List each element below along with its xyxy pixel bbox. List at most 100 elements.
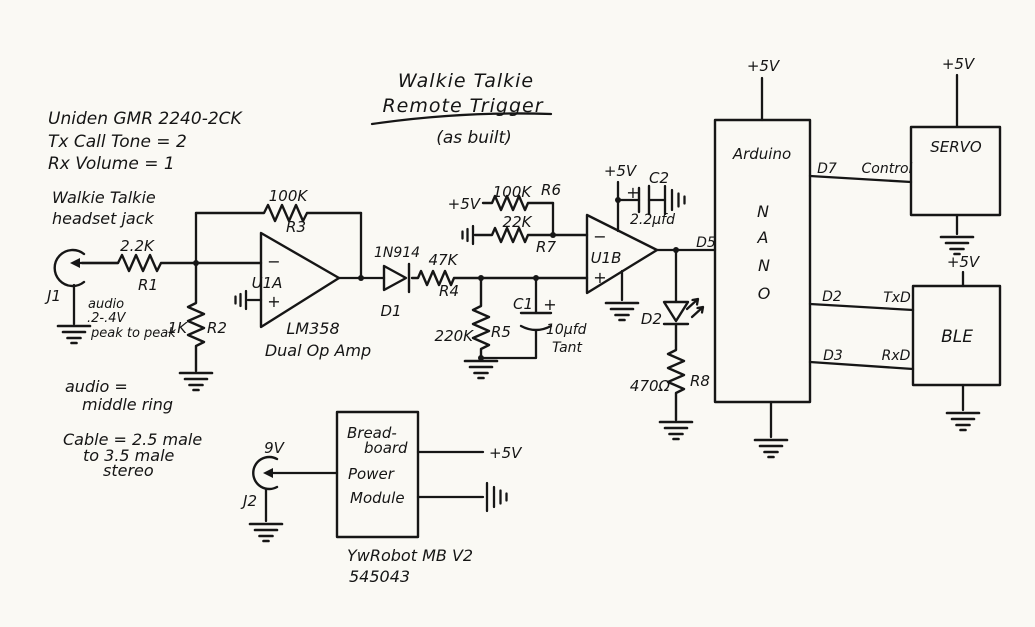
d2-led: D2 (641, 297, 705, 328)
audio-ring-note: audio = middle ring (65, 377, 173, 414)
r7-resistor: 22K R7 (473, 213, 589, 256)
r2-value: 1K (168, 319, 189, 337)
arduino-n1: N (757, 202, 769, 221)
r6-ref: R6 (541, 181, 561, 199)
plus5v-label-ble: +5V (947, 253, 981, 271)
d1-diode: 1N914 D1 (374, 245, 420, 320)
ground-symbol-small (234, 289, 248, 311)
u1b-plus: + (593, 268, 606, 287)
wires (72, 73, 965, 523)
power-module-line2: board (364, 439, 408, 457)
d1-type: 1N914 (374, 245, 420, 261)
jack-note: Walkie Talkie headset jack (52, 188, 156, 228)
power-module-line3: Power (348, 465, 395, 483)
r3-ref: R3 (286, 218, 306, 236)
c1-ref: C1 (513, 295, 533, 313)
r3-resistor: 100K R3 (194, 187, 363, 236)
title-block: Walkie Talkie Remote Trigger (as built) (370, 70, 553, 148)
arduino-pin-d5: D5 (696, 235, 716, 251)
junction-dots (193, 197, 679, 361)
arduino-n4: O (758, 284, 771, 303)
c2-value: 2.2µfd (630, 212, 675, 228)
c1-polarity: + (543, 295, 556, 314)
opamp-part2: Dual Op Amp (265, 341, 371, 360)
cable-note: Cable = 2.5 male to 3.5 male stereo (63, 430, 202, 480)
servo-control-label: Control (862, 161, 913, 177)
plus5v-label-u1b: +5V (604, 162, 638, 180)
r8-ref: R8 (690, 372, 710, 390)
title-underline (370, 112, 553, 126)
arduino-n3: N (758, 256, 770, 275)
ble-box: BLE TxD RxD (882, 284, 1002, 387)
ground-symbol-bars (485, 481, 508, 513)
power-module-line1: Bread- (347, 424, 397, 442)
r4-ref: R4 (439, 282, 459, 300)
j2-voltage: 9V (264, 439, 286, 457)
ble-rxd-label: RxD (882, 348, 911, 364)
title-line2: Remote Trigger (382, 95, 543, 117)
arduino-pin-d2: D2 (822, 289, 842, 305)
audio-level-line2: .2-.4V (87, 311, 126, 326)
radio-note-line3: Rx Volume = 1 (48, 154, 175, 174)
r3-value: 100K (269, 187, 309, 205)
cable-note-line1: Cable = 2.5 male (63, 430, 202, 449)
r8-resistor: 470Ω R8 (630, 322, 710, 422)
ground-symbol (939, 235, 975, 256)
radio-note: Uniden GMR 2240-2CK Tx Call Tone = 2 Rx … (48, 109, 244, 174)
audio-ring-line1: audio = (65, 377, 128, 396)
power-module-model2: 545043 (349, 567, 410, 586)
r1-value: 2.2K (120, 237, 155, 255)
ble-txd-label: TxD (883, 290, 911, 306)
servo-label: SERVO (930, 138, 982, 156)
c2-ref: C2 (649, 169, 669, 187)
ground-symbol (178, 371, 214, 392)
servo-box: SERVO Control (862, 125, 1002, 217)
j1-label: J1 (44, 287, 61, 305)
audio-level-note: audio .2-.4V peak to peak (87, 297, 176, 341)
r7-ref: R7 (536, 238, 556, 256)
ground-symbol (753, 438, 789, 459)
power-module-model: YwRobot MB V2 (347, 546, 473, 565)
d2-ref: D2 (641, 310, 662, 328)
r6-resistor: 100K R6 (481, 181, 561, 212)
arduino-pin-d7: D7 (817, 161, 837, 177)
jack-note-line1: Walkie Talkie (52, 188, 156, 207)
opamp-part: LM358 (286, 319, 339, 338)
cable-note-line3: stereo (103, 461, 154, 480)
u1a-ref: U1A (252, 274, 283, 292)
c1-value: 10µfd (546, 322, 587, 338)
radio-note-line1: Uniden GMR 2240-2CK (48, 109, 244, 129)
ground-symbol-small (461, 224, 475, 246)
ground-symbol (56, 324, 92, 345)
ble-label: BLE (941, 327, 973, 347)
r5-resistor: 220K R5 (435, 276, 511, 360)
ground-symbol (658, 420, 694, 441)
r6-value: 100K (493, 183, 533, 201)
r7-value: 22K (503, 213, 533, 231)
d1-ref: D1 (380, 302, 401, 320)
r2-resistor: 1K R2 (168, 261, 227, 373)
c2-polarity: + (626, 183, 639, 202)
ground-symbol (945, 411, 981, 432)
audio-level-line3: peak to peak (90, 326, 176, 341)
power-module-box: Bread- board Power Module YwRobot MB V2 … (335, 410, 473, 586)
j2-jack: 9V J2 (240, 439, 286, 510)
u1b-minus: − (593, 227, 606, 246)
u1a-minus: − (267, 252, 280, 271)
arduino-pin-d3: D3 (823, 348, 843, 364)
c2-capacitor: C2 + 2.2µfd (626, 169, 675, 228)
u1b-opamp: − U1B + (585, 213, 659, 295)
r5-ref: R5 (491, 323, 511, 341)
j2-label: J2 (240, 492, 257, 510)
u1a-opamp: − U1A + LM358 Dual Op Amp (252, 231, 371, 360)
audio-ring-line2: middle ring (82, 395, 173, 414)
supply-labels: +5V +5V +5V +5V +5V +5V (448, 55, 981, 462)
c1-capacitor: C1 + 10µfd Tant (513, 295, 587, 356)
arduino-title: Arduino (732, 145, 791, 163)
radio-note-line2: Tx Call Tone = 2 (48, 132, 187, 152)
r2-ref: R2 (207, 319, 227, 337)
r4-resistor: 47K R4 (410, 251, 589, 300)
j1-jack: J1 (44, 248, 86, 305)
